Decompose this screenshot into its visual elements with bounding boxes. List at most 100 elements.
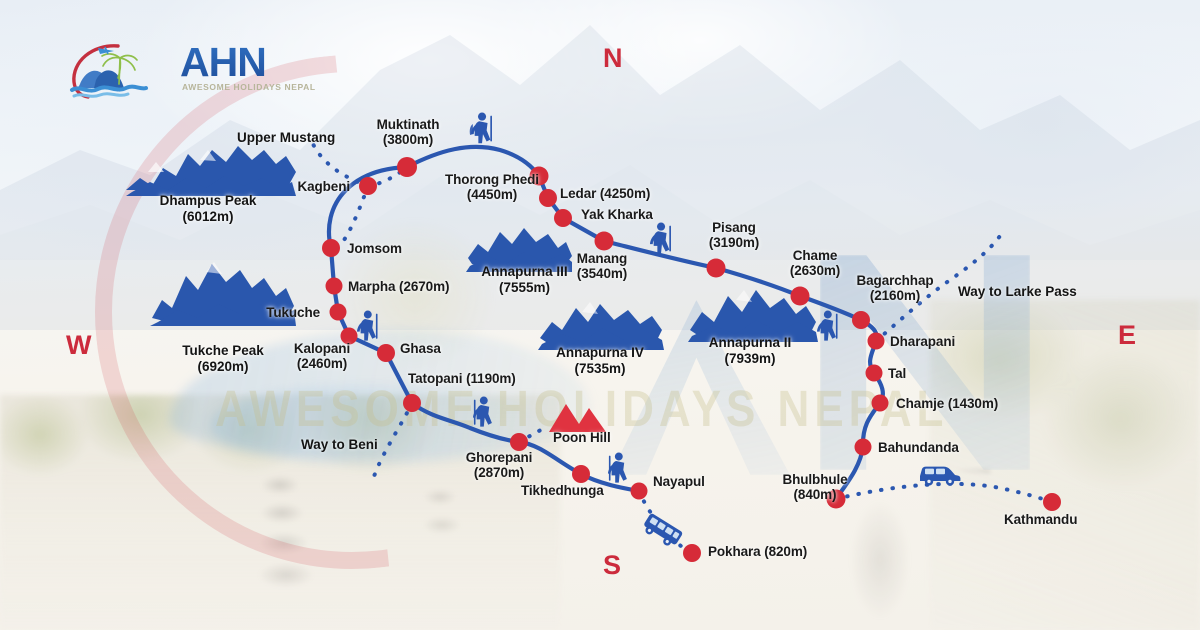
- label-chame-name: Chame: [792, 248, 838, 263]
- label-yak-kharka: Yak Kharka: [581, 207, 653, 222]
- label-kagbeni: Kagbeni: [297, 179, 350, 194]
- hiker-icon-tikhedhunga: [608, 452, 627, 483]
- label-pisang-alt: (3190m): [708, 235, 760, 250]
- marker-jomsom[interactable]: [322, 239, 340, 257]
- mountain-silhouette-annapurna-iii: [466, 228, 572, 272]
- compass-east: E: [1118, 320, 1137, 350]
- label-ghorepani-name: Ghorepani: [465, 450, 533, 465]
- label-tukuche: Tukuche: [266, 305, 320, 320]
- label-muktinath-alt: (3800m): [382, 132, 434, 147]
- label-way-to-beni: Way to Beni: [301, 437, 378, 452]
- mountain-silhouette-dhampus: [126, 146, 296, 196]
- compass-south: S: [603, 550, 622, 580]
- label-bagarchhap: Bagarchhap (2160m): [832, 273, 958, 303]
- marker-ghorepani[interactable]: [510, 433, 528, 451]
- label-tukche-peak: Tukche Peak (6920m): [148, 343, 298, 374]
- label-annapurna-iii-name: Annapurna III: [481, 264, 568, 279]
- marker-pisang[interactable]: [706, 258, 726, 278]
- label-manang-name: Manang: [576, 251, 628, 266]
- hiker-icon-kalopani: [357, 310, 378, 341]
- label-annapurna-ii: Annapurna II (7939m): [680, 335, 820, 366]
- marker-kathmandu[interactable]: [1043, 493, 1061, 511]
- marker-chame[interactable]: [790, 286, 810, 306]
- logo[interactable]: AHN AWESOME HOLIDAYS NEPAL: [62, 38, 315, 100]
- label-bahundanda: Bahundanda: [878, 440, 959, 455]
- label-tukche-peak-name: Tukche Peak: [182, 343, 264, 358]
- label-bagarchhap-name: Bagarchhap: [856, 273, 934, 288]
- marker-manang[interactable]: [594, 231, 614, 251]
- marker-dharapani[interactable]: [867, 332, 885, 350]
- label-nayapul: Nayapul: [653, 474, 705, 489]
- label-dhampus-peak-alt: (6012m): [182, 208, 234, 224]
- label-muktinath: Muktinath (3800m): [338, 117, 478, 147]
- label-annapurna-ii-name: Annapurna II: [708, 335, 792, 350]
- label-bhulbhule-name: Bhulbhule: [782, 472, 848, 487]
- label-jomsom: Jomsom: [347, 241, 402, 256]
- label-ghasa: Ghasa: [400, 341, 441, 356]
- marker-muktinath[interactable]: [397, 157, 417, 177]
- label-thorong-phedi-alt: (4450m): [466, 187, 518, 202]
- label-dhampus-peak-name: Dhampus Peak: [159, 193, 257, 208]
- hiker-icon-ghorepani: [473, 396, 492, 427]
- marker-tatopani[interactable]: [403, 394, 421, 412]
- label-chame: Chame (2630m): [766, 248, 864, 278]
- compass-west: W: [66, 330, 92, 360]
- logo-text: AHN: [180, 39, 267, 85]
- marker-kalopani[interactable]: [340, 327, 358, 345]
- label-dharapani: Dharapani: [890, 334, 956, 349]
- marker-kagbeni[interactable]: [359, 177, 377, 195]
- marker-nayapul[interactable]: [630, 482, 648, 500]
- label-bagarchhap-alt: (2160m): [869, 288, 921, 303]
- label-tikhedhunga: Tikhedhunga: [521, 483, 604, 498]
- label-ghorepani-alt: (2870m): [473, 465, 525, 480]
- label-bhulbhule: Bhulbhule (840m): [760, 472, 870, 502]
- label-poon-hill: Poon Hill: [553, 430, 611, 445]
- background-right-photo: [930, 300, 1200, 630]
- trek-route-dotted: [311, 142, 1054, 555]
- hiker-icon-bagarchhap: [817, 310, 838, 341]
- label-ledar: Ledar (4250m): [560, 186, 651, 201]
- marker-tukuche[interactable]: [329, 303, 347, 321]
- label-kathmandu: Kathmandu: [1004, 512, 1078, 527]
- marker-chamje[interactable]: [871, 394, 889, 412]
- label-pisang: Pisang (3190m): [686, 220, 782, 250]
- marker-pokhara[interactable]: [683, 544, 701, 562]
- mountain-silhouette-annapurna-ii: [688, 290, 818, 342]
- marker-marpha[interactable]: [325, 277, 343, 295]
- marker-bhulbhule[interactable]: [826, 489, 846, 509]
- label-tukche-peak-alt: (6920m): [197, 358, 249, 374]
- marker-bahundanda[interactable]: [854, 438, 872, 456]
- label-kalopani: Kalopani (2460m): [272, 341, 372, 371]
- poon-hill-icon: [549, 404, 606, 432]
- logo-mark-icon: [70, 44, 148, 99]
- label-tal: Tal: [888, 366, 907, 381]
- label-chamje: Chamje (1430m): [896, 396, 999, 411]
- label-kalopani-name: Kalopani: [293, 341, 351, 356]
- mountain-silhouette-tukche: [150, 262, 296, 326]
- label-ghorepani: Ghorepani (2870m): [444, 450, 554, 480]
- label-annapurna-iv: Annapurna IV (7535m): [530, 345, 670, 376]
- label-annapurna-iii-alt: (7555m): [498, 279, 551, 295]
- label-upper-mustang: Upper Mustang: [237, 130, 336, 145]
- mountain-silhouette-annapurna-iv: [538, 302, 664, 350]
- marker-ghasa[interactable]: [377, 344, 395, 362]
- label-annapurna-ii-alt: (7939m): [724, 350, 776, 366]
- trek-route-main: [326, 144, 885, 502]
- logo-tagline: AWESOME HOLIDAYS NEPAL: [182, 82, 316, 92]
- label-bhulbhule-alt: (840m): [793, 487, 837, 502]
- marker-tal[interactable]: [865, 364, 883, 382]
- marker-bagarchhap[interactable]: [852, 311, 870, 329]
- label-pokhara: Pokhara (820m): [708, 544, 808, 559]
- marker-tikhedhunga[interactable]: [572, 465, 590, 483]
- marker-ledar[interactable]: [539, 189, 557, 207]
- marker-yak-kharka[interactable]: [554, 209, 572, 227]
- label-annapurna-iv-name: Annapurna IV: [556, 345, 644, 360]
- label-manang-alt: (3540m): [576, 266, 628, 281]
- compass-north: N: [603, 43, 623, 73]
- label-manang: Manang (3540m): [545, 251, 659, 281]
- label-dhampus-peak: Dhampus Peak (6012m): [128, 193, 288, 224]
- label-annapurna-iv-alt: (7535m): [574, 360, 626, 376]
- label-way-to-larke-pass: Way to Larke Pass: [958, 284, 1077, 299]
- marker-thorong-phedi[interactable]: [529, 166, 549, 186]
